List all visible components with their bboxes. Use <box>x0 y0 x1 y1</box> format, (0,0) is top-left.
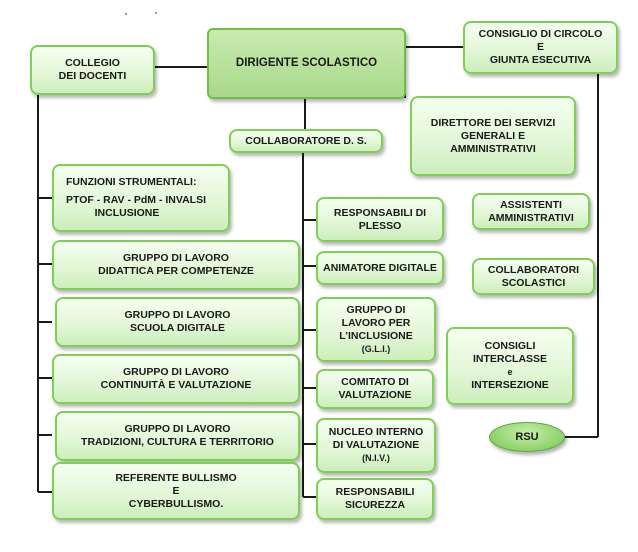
niv-line1: NUCLEO INTERNO <box>328 426 424 438</box>
referente-line1: REFERENTE BULLISMO <box>115 471 237 484</box>
consigli-interclasse-box: CONSIGLI INTERCLASSE e INTERSEZIONE <box>446 327 574 405</box>
assistenti-line2: AMMINISTRATIVI <box>488 211 574 224</box>
dirigente-label: DIRIGENTE SCOLASTICO <box>235 57 378 69</box>
gruppo-continuita-line1: GRUPPO DI LAVORO <box>123 366 229 378</box>
collaboratori-scol-line2: SCOLASTICI <box>501 276 566 289</box>
consigli-line4: INTERSEZIONE <box>471 379 549 391</box>
gruppo-didattica-box: GRUPPO DI LAVORO DIDATTICA PER COMPETENZ… <box>52 240 300 290</box>
gruppo-digitale-line2: SCUOLA DIGITALE <box>129 322 226 334</box>
gruppo-didattica-line2: DIDATTICA PER COMPETENZE <box>98 265 254 277</box>
consiglio-circolo-line2: E <box>536 41 544 53</box>
comitato-valutazione-box: COMITATO DI VALUTAZIONE <box>316 369 434 409</box>
gruppo-digitale-line1: GRUPPO DI LAVORO <box>124 309 231 321</box>
collegio-docenti-box: COLLEGIO DEI DOCENTI <box>30 45 155 95</box>
consiglio-circolo-line3: GIUNTA ESECUTIVA <box>489 54 592 66</box>
gruppo-tradizioni-line2: TRADIZIONI, CULTURA E TERRITORIO <box>81 436 274 448</box>
collegio-line2: DEI DOCENTI <box>58 70 127 82</box>
consigli-line1: CONSIGLI <box>484 340 536 352</box>
stray-mark <box>125 13 127 15</box>
responsabili-plesso-line1: RESPONSABILI DI <box>333 206 427 219</box>
gruppo-continuita-box: GRUPPO DI LAVORO CONTINUITÀ E VALUTAZION… <box>52 354 300 404</box>
niv-line3: (N.I.V.) <box>362 453 390 463</box>
consiglio-circolo-line1: CONSIGLIO DI CIRCOLO <box>478 28 603 40</box>
gli-line2: LAVORO PER <box>341 316 411 329</box>
sicurezza-line2: SICUREZZA <box>344 499 406 511</box>
comitato-line1: COMITATO DI <box>341 376 409 388</box>
referente-bullismo-box: REFERENTE BULLISMO E CYBERBULLISMO. <box>52 462 300 520</box>
stray-mark <box>155 12 157 14</box>
collaboratore-ds-label: COLLABORATORE D. S. <box>245 134 367 147</box>
gruppo-tradizioni-box: GRUPPO DI LAVORO TRADIZIONI, CULTURA E T… <box>55 411 300 461</box>
funzioni-line2: PTOF - RAV - PdM - INVALSI <box>66 194 206 206</box>
consigli-line3: e <box>507 367 513 377</box>
rsu-label: RSU <box>515 431 539 443</box>
collaboratore-ds-box: COLLABORATORE D. S. <box>229 129 383 153</box>
assistenti-amministrativi-box: ASSISTENTI AMMINISTRATIVI <box>472 193 590 230</box>
collaboratori-scolastici-box: COLLABORATORI SCOLASTICI <box>472 258 595 295</box>
gruppo-continuita-line2: CONTINUITÀ E VALUTAZIONE <box>100 379 252 391</box>
gruppo-didattica-line1: GRUPPO DI LAVORO <box>123 252 229 264</box>
sicurezza-line1: RESPONSABILI <box>335 486 415 498</box>
funzioni-line3: INCLUSIONE <box>94 207 160 219</box>
dirigente-scolastico-box: DIRIGENTE SCOLASTICO <box>207 28 406 99</box>
gruppo-tradizioni-line1: GRUPPO DI LAVORO <box>124 423 231 435</box>
niv-line2: DI VALUTAZIONE <box>332 439 420 451</box>
funzioni-line1: FUNZIONI STRUMENTALI: <box>66 176 197 188</box>
referente-line2: E <box>172 484 180 497</box>
consigli-line2: INTERCLASSE <box>472 353 548 365</box>
consiglio-circolo-box: CONSIGLIO DI CIRCOLO E GIUNTA ESECUTIVA <box>463 21 618 74</box>
gli-line4: (G.L.I.) <box>361 343 391 354</box>
dsga-line1: DIRETTORE DEI SERVIZI <box>430 116 556 129</box>
gli-box: GRUPPO DI LAVORO PER L’INCLUSIONE (G.L.I… <box>316 297 436 362</box>
responsabili-plesso-line2: PLESSO <box>358 219 402 232</box>
assistenti-line1: ASSISTENTI <box>500 198 562 211</box>
dsga-box: DIRETTORE DEI SERVIZI GENERALI E AMMINIS… <box>410 96 576 176</box>
gli-line3: L’INCLUSIONE <box>339 329 413 342</box>
referente-line3: CYBERBULLISMO. <box>128 497 224 510</box>
animatore-label: ANIMATORE DIGITALE <box>323 261 437 274</box>
funzioni-strumentali-box: FUNZIONI STRUMENTALI: PTOF - RAV - PdM -… <box>52 164 230 232</box>
rsu-ellipse: RSU <box>489 422 565 452</box>
collaboratori-scol-line1: COLLABORATORI <box>487 263 580 276</box>
responsabili-sicurezza-box: RESPONSABILI SICUREZZA <box>316 478 434 520</box>
animatore-digitale-box: ANIMATORE DIGITALE <box>316 251 444 285</box>
niv-box: NUCLEO INTERNO DI VALUTAZIONE (N.I.V.) <box>316 418 436 473</box>
dsga-line3: AMMINISTRATIVI <box>450 142 536 155</box>
comitato-line2: VALUTAZIONE <box>338 389 412 401</box>
gruppo-digitale-box: GRUPPO DI LAVORO SCUOLA DIGITALE <box>55 297 300 347</box>
dsga-line2: GENERALI E <box>460 129 526 142</box>
gli-line1: GRUPPO DI <box>346 303 406 316</box>
responsabili-plesso-box: RESPONSABILI DI PLESSO <box>316 197 444 242</box>
collegio-line1: COLLEGIO <box>65 57 120 69</box>
